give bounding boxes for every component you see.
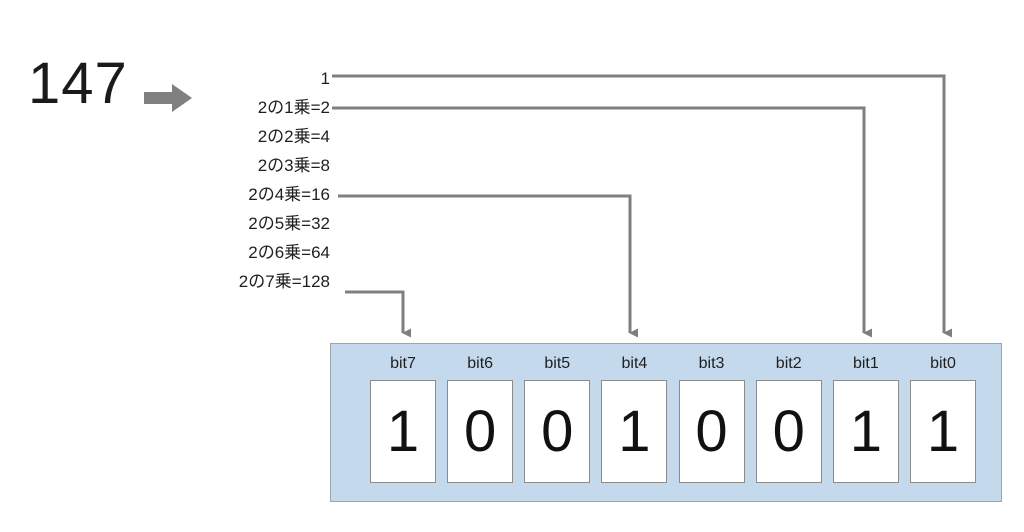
bit-cell-bit5[interactable]: bit5 0 <box>524 353 591 485</box>
connector-128-to-bit7 <box>345 290 411 338</box>
powers-of-two-list: 1 2の1乗=2 2の2乗=4 2の3乗=8 2の4乗=16 2の5乗=32 2… <box>178 64 330 296</box>
bit-value-box[interactable]: 0 <box>678 380 745 483</box>
bit-cell-bit4[interactable]: bit4 1 <box>601 353 668 485</box>
bit-value-box[interactable]: 1 <box>370 380 436 483</box>
bit-value: 0 <box>541 398 574 464</box>
connector-1-to-bit0 <box>332 74 952 338</box>
decimal-value: 147 <box>28 51 128 116</box>
bit-value-box[interactable]: 0 <box>755 380 822 483</box>
bit-label: bit4 <box>621 355 648 372</box>
bit-value-box[interactable]: 1 <box>832 380 899 483</box>
bit-value: 0 <box>464 398 497 464</box>
bit-value: 1 <box>849 398 882 464</box>
power-row: 2の6乗=64 <box>248 243 330 262</box>
power-row: 2の2乗=4 <box>257 127 330 146</box>
connector-16-to-bit4 <box>338 194 638 338</box>
bit-label: bit7 <box>390 355 416 372</box>
bit-label: bit5 <box>544 355 571 372</box>
bit-label: bit0 <box>930 355 956 372</box>
bit-value: 1 <box>618 398 651 464</box>
bit-cell-bit6[interactable]: bit6 0 <box>447 353 514 485</box>
bit-cell-bit0[interactable]: bit0 1 <box>909 353 976 485</box>
bit-value-box[interactable]: 1 <box>601 380 668 483</box>
power-row: 2の1乗=2 <box>257 98 330 117</box>
bit-value: 1 <box>386 398 420 464</box>
bit-value: 1 <box>926 398 960 464</box>
bit-label: bit1 <box>852 355 879 372</box>
power-row: 2の5乗=32 <box>248 214 330 233</box>
power-row: 2の7乗=128 <box>238 272 330 291</box>
connector-2-to-bit1 <box>332 106 872 338</box>
bit-value-box[interactable]: 0 <box>524 380 591 483</box>
power-row: 1 <box>320 69 330 88</box>
bit-value-box[interactable]: 0 <box>447 380 514 483</box>
power-row: 2の3乗=8 <box>257 156 330 175</box>
bit-cell-bit1[interactable]: bit1 1 <box>832 353 899 485</box>
bit-label: bit3 <box>698 355 725 372</box>
bit-cell-row: bit7 1 bit6 0 bit5 0 bit4 1 bit3 <box>370 353 976 485</box>
bit-cell-bit2[interactable]: bit2 0 <box>755 353 822 485</box>
bit-value-box[interactable]: 1 <box>909 380 976 483</box>
right-block-arrow-icon <box>144 84 192 112</box>
bit-value: 0 <box>772 398 805 464</box>
bit-label: bit2 <box>775 355 802 372</box>
bit-value: 0 <box>695 398 728 464</box>
power-row: 2の4乗=16 <box>248 185 330 204</box>
bit-cell-bit7[interactable]: bit7 1 <box>370 353 436 485</box>
bit-cell-bit3[interactable]: bit3 0 <box>678 353 745 485</box>
bit-label: bit6 <box>467 355 494 372</box>
